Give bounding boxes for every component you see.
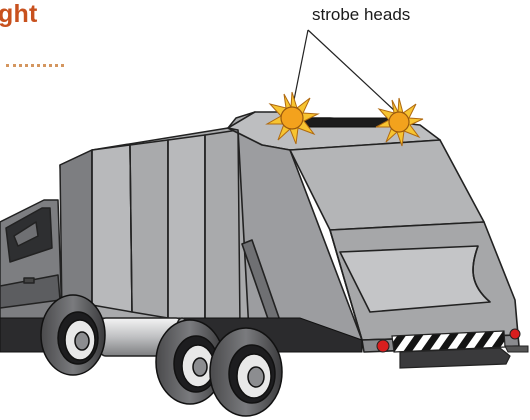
tailgate (228, 112, 519, 352)
tail-light-left (377, 340, 389, 352)
rear-wheel-2 (210, 328, 282, 416)
rear-step (400, 348, 510, 368)
front-wheel (41, 295, 105, 375)
tail-light-right (510, 329, 520, 339)
